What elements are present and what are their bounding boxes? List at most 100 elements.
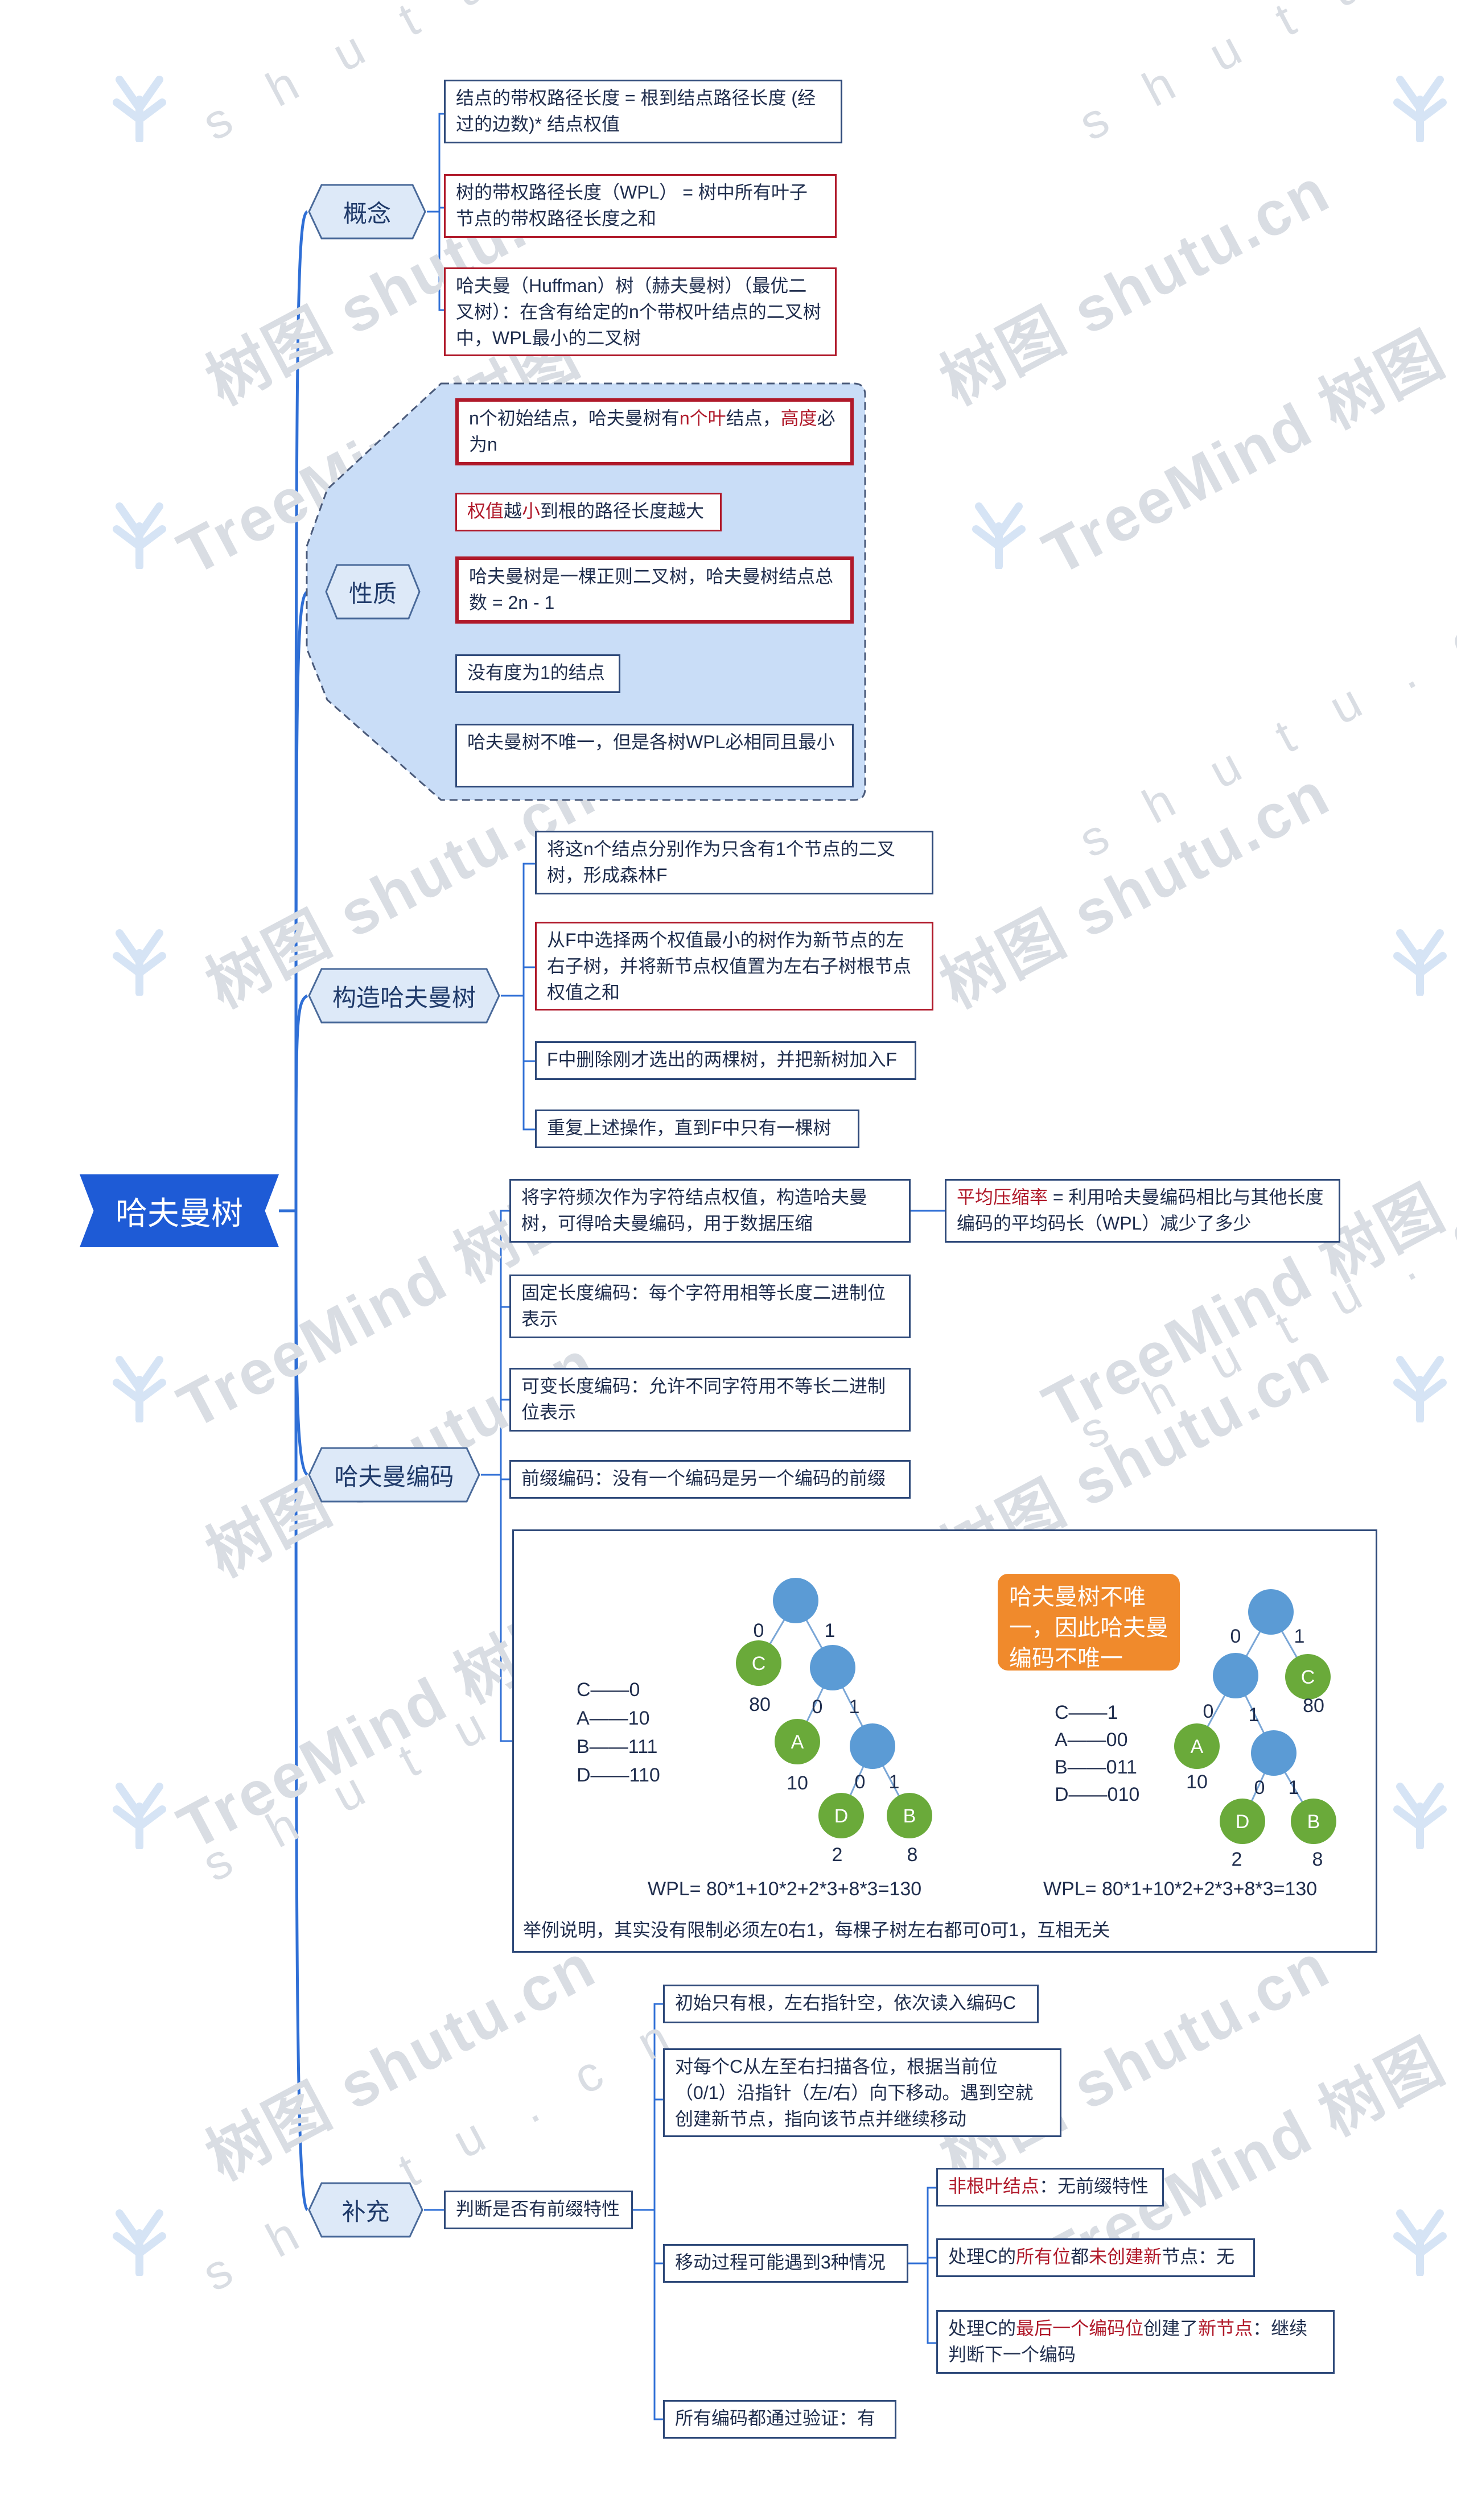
construct-step[interactable]: 从F中选择两个权值最小的树作为新节点的左右子树，并将新节点权值置为左右子树根节点… bbox=[535, 922, 933, 1011]
code-line: D——010 bbox=[1055, 1784, 1139, 1805]
judge-prefix-text: 判断是否有前缀特性 bbox=[456, 2199, 620, 2219]
edge-bit: 1 bbox=[889, 1771, 900, 1793]
supplement-step-text: 移动过程可能遇到3种情况 bbox=[675, 2252, 886, 2272]
case-item[interactable]: 处理C的最后一个编码位创建了新节点：继续判断下一个编码 bbox=[936, 2310, 1335, 2374]
property-item[interactable]: 哈夫曼树是一棵正则二叉树，哈夫曼树结点总数 = 2n - 1 bbox=[455, 556, 854, 624]
edge-bit: 1 bbox=[1289, 1777, 1299, 1799]
construct-step[interactable]: 将这n个结点分别作为只含有1个节点的二叉树，形成森林F bbox=[535, 831, 933, 894]
code-line: B——111 bbox=[577, 1736, 657, 1758]
branch-construct-label: 构造哈夫曼树 bbox=[332, 984, 476, 1011]
coding-item-text: 可变长度编码：允许不同字符用不等长二进制位表示 bbox=[521, 1376, 886, 1422]
concept-item-text: 哈夫曼（Huffman）树（赫夫曼树）（最优二叉树）：在含有给定的n个带权叶结点… bbox=[456, 275, 821, 348]
leaf-weight: 80 bbox=[1303, 1695, 1324, 1717]
coding-item-text: 前缀编码：没有一个编码是另一个编码的前缀 bbox=[521, 1468, 886, 1488]
case-item[interactable]: 处理C的所有位都未创建新节点：无 bbox=[936, 2238, 1255, 2277]
construct-step-text: 从F中选择两个权值最小的树作为新节点的左右子树，并将新节点权值置为左右子树根节点… bbox=[547, 930, 912, 1003]
case-item-text: 处理C的最后一个编码位创建了新节点：继续判断下一个编码 bbox=[948, 2318, 1308, 2365]
branch-coding[interactable]: 哈夫曼编码 bbox=[307, 1446, 481, 1503]
construct-step-text: F中删除刚才选出的两棵树，并把新树加入F bbox=[547, 1049, 898, 1070]
tree-leaf-node bbox=[818, 1793, 864, 1838]
supplement-step-text: 初始只有根，左右指针空，依次读入编码C bbox=[675, 1993, 1016, 2013]
branch-concept-label: 概念 bbox=[343, 200, 391, 227]
property-item-text: 哈夫曼树不唯一，但是各树WPL必相同且最小 bbox=[467, 732, 835, 752]
edge-bit: 0 bbox=[1203, 1701, 1214, 1722]
coding-item-text: 固定长度编码：每个字符用相等长度二进制位表示 bbox=[521, 1282, 886, 1329]
case-item-text: 处理C的所有位都未创建新节点：无 bbox=[948, 2246, 1235, 2267]
branch-property[interactable]: 性质 bbox=[324, 563, 421, 620]
construct-step[interactable]: 重复上述操作，直到F中只有一棵树 bbox=[535, 1110, 859, 1148]
tree-leaf-node bbox=[1291, 1799, 1336, 1844]
branch-construct[interactable]: 构造哈夫曼树 bbox=[307, 967, 501, 1024]
tree-internal-node bbox=[1248, 1589, 1294, 1635]
root-node[interactable]: 哈夫曼树 bbox=[80, 1174, 279, 1247]
tree-internal-node bbox=[850, 1723, 895, 1769]
edge-bit: 0 bbox=[1254, 1777, 1265, 1799]
property-item-text: 权值越小到根的路径长度越大 bbox=[467, 501, 705, 521]
wpl-formula: WPL= 80*1+10*2+2*3+8*3=130 bbox=[648, 1878, 921, 1900]
edge-bit: 1 bbox=[825, 1620, 835, 1641]
supplement-step[interactable]: 移动过程可能遇到3种情况 bbox=[663, 2244, 908, 2283]
coding-item[interactable]: 固定长度编码：每个字符用相等长度二进制位表示 bbox=[509, 1275, 911, 1338]
concept-item-text: 结点的带权路径长度 = 根到结点路径长度 (经过的边数)* 结点权值 bbox=[456, 88, 816, 134]
tree-leaf-node bbox=[775, 1719, 820, 1764]
huffman-example-card[interactable]: C A D B 0 1 0 1 0 1 80 10 2 8 C——0 A——10… bbox=[512, 1529, 1377, 1953]
supplement-step[interactable]: 初始只有根，左右指针空，依次读入编码C bbox=[663, 1985, 1039, 2023]
leaf-letter: A bbox=[791, 1731, 804, 1753]
property-item[interactable]: n个初始结点，哈夫曼树有n个叶结点，高度必为n bbox=[455, 398, 854, 465]
concept-item[interactable]: 结点的带权路径长度 = 根到结点路径长度 (经过的边数)* 结点权值 bbox=[444, 80, 842, 143]
tree-internal-node bbox=[773, 1578, 818, 1623]
code-line: D——110 bbox=[577, 1764, 660, 1786]
code-line: A——00 bbox=[1055, 1729, 1128, 1751]
supplement-step[interactable]: 对每个C从左至右扫描各位，根据当前位（0/1）沿指针（左/右）向下移动。遇到空就… bbox=[663, 2048, 1061, 2137]
leaf-letter: C bbox=[1301, 1667, 1315, 1688]
code-line: A——10 bbox=[577, 1708, 650, 1729]
property-item-text: n个初始结点，哈夫曼树有n个叶结点，高度必为n bbox=[469, 408, 835, 455]
property-item[interactable]: 权值越小到根的路径长度越大 bbox=[455, 493, 722, 531]
leaf-letter: D bbox=[1236, 1811, 1250, 1833]
code-line: B——011 bbox=[1055, 1756, 1137, 1778]
tree-leaf-node bbox=[736, 1640, 781, 1686]
huffman-example-figure: C A D B 0 1 0 1 0 1 80 10 2 8 C——0 A——10… bbox=[577, 1578, 1336, 1900]
coding-item[interactable]: 可变长度编码：允许不同字符用不等长二进制位表示 bbox=[509, 1368, 911, 1432]
supplement-step-text: 所有编码都通过验证：有 bbox=[675, 2408, 876, 2428]
tree-internal-node bbox=[1213, 1653, 1258, 1698]
leaf-weight: 10 bbox=[1186, 1771, 1208, 1793]
branch-supplement[interactable]: 补充 bbox=[307, 2181, 424, 2238]
leaf-weight: 2 bbox=[1232, 1849, 1242, 1870]
construct-step[interactable]: F中删除刚才选出的两棵树，并把新树加入F bbox=[535, 1041, 916, 1080]
property-item[interactable]: 哈夫曼树不唯一，但是各树WPL必相同且最小 bbox=[455, 724, 854, 787]
leaf-weight: 10 bbox=[787, 1772, 808, 1794]
edge-bit: 1 bbox=[1249, 1704, 1260, 1726]
leaf-letter: D bbox=[834, 1805, 849, 1827]
concept-item[interactable]: 树的带权路径长度（WPL） = 树中所有叶子节点的带权路径长度之和 bbox=[444, 174, 837, 238]
root-label: 哈夫曼树 bbox=[116, 1195, 243, 1231]
concept-item[interactable]: 哈夫曼（Huffman）树（赫夫曼树）（最优二叉树）：在含有给定的n个带权叶结点… bbox=[444, 267, 837, 356]
leaf-weight: 8 bbox=[1312, 1849, 1323, 1870]
property-item-text: 没有度为1的结点 bbox=[467, 662, 605, 683]
edge-bit: 0 bbox=[754, 1620, 764, 1641]
case-item[interactable]: 非根叶结点：无前缀特性 bbox=[936, 2168, 1164, 2206]
property-item-text: 哈夫曼树是一棵正则二叉树，哈夫曼树结点总数 = 2n - 1 bbox=[469, 566, 834, 613]
construct-step-text: 重复上述操作，直到F中只有一棵树 bbox=[547, 1117, 832, 1138]
tree-leaf-node bbox=[1174, 1723, 1220, 1769]
edge-bit: 0 bbox=[812, 1696, 823, 1718]
leaf-weight: 8 bbox=[907, 1844, 918, 1866]
judge-prefix-node[interactable]: 判断是否有前缀特性 bbox=[444, 2191, 633, 2229]
wpl-formula: WPL= 80*1+10*2+2*3+8*3=130 bbox=[1043, 1878, 1317, 1900]
property-item[interactable]: 没有度为1的结点 bbox=[455, 654, 620, 693]
leaf-letter: A bbox=[1191, 1736, 1204, 1758]
supplement-step-text: 对每个C从左至右扫描各位，根据当前位（0/1）沿指针（左/右）向下移动。遇到空就… bbox=[675, 2056, 1034, 2129]
supplement-step[interactable]: 所有编码都通过验证：有 bbox=[663, 2400, 896, 2439]
branch-coding-label: 哈夫曼编码 bbox=[334, 1463, 454, 1490]
tree-leaf-node bbox=[1220, 1799, 1265, 1844]
leaf-letter: C bbox=[752, 1653, 766, 1674]
coding-item[interactable]: 前缀编码：没有一个编码是另一个编码的前缀 bbox=[509, 1460, 911, 1499]
tree-internal-node bbox=[810, 1645, 855, 1690]
example-callout: 哈夫曼树不唯一，因此哈夫曼编码不唯一 bbox=[998, 1574, 1180, 1672]
compress-note[interactable]: 平均压缩率 = 利用哈夫曼编码相比与其他长度编码的平均码长（WPL）减少了多少 bbox=[945, 1179, 1340, 1243]
coding-item[interactable]: 将字符频次作为字符结点权值，构造哈夫曼树，可得哈夫曼编码，用于数据压缩 bbox=[509, 1179, 911, 1243]
compress-note-text: 平均压缩率 = 利用哈夫曼编码相比与其他长度编码的平均码长（WPL）减少了多少 bbox=[957, 1187, 1324, 1234]
branch-concept[interactable]: 概念 bbox=[307, 183, 427, 240]
